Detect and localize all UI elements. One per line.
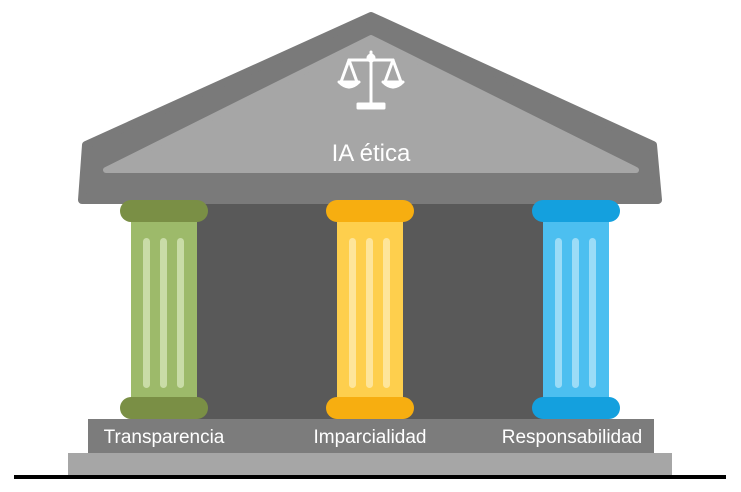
pillar-capital — [120, 200, 208, 222]
pillar-base — [326, 397, 414, 419]
pillar-flute — [572, 238, 579, 388]
pillar-transparencia — [120, 200, 208, 419]
pillar-label-transparencia: Transparencia — [104, 427, 225, 448]
pillar-flute — [160, 238, 167, 388]
pillar-capital — [532, 200, 620, 222]
scales-of-justice-icon — [337, 50, 405, 110]
pillar-flute — [589, 238, 596, 388]
foundation-top-step — [88, 419, 654, 453]
pillar-flute — [349, 238, 356, 388]
pillar-flute — [383, 238, 390, 388]
pillar-flute — [177, 238, 184, 388]
pillar-base — [532, 397, 620, 419]
pillar-base — [120, 397, 208, 419]
pillar-label-imparcialidad: Imparcialidad — [314, 427, 427, 448]
pillar-responsabilidad — [532, 200, 620, 419]
pillar-flute — [555, 238, 562, 388]
ground-line — [14, 475, 726, 479]
temple-title: IA ética — [332, 140, 411, 167]
pillar-flute — [143, 238, 150, 388]
pillar-imparcialidad — [326, 200, 414, 419]
pillar-label-responsabilidad: Responsabilidad — [502, 427, 643, 448]
foundation-bottom-step — [68, 453, 672, 475]
pillar-flute — [366, 238, 373, 388]
pillar-capital — [326, 200, 414, 222]
